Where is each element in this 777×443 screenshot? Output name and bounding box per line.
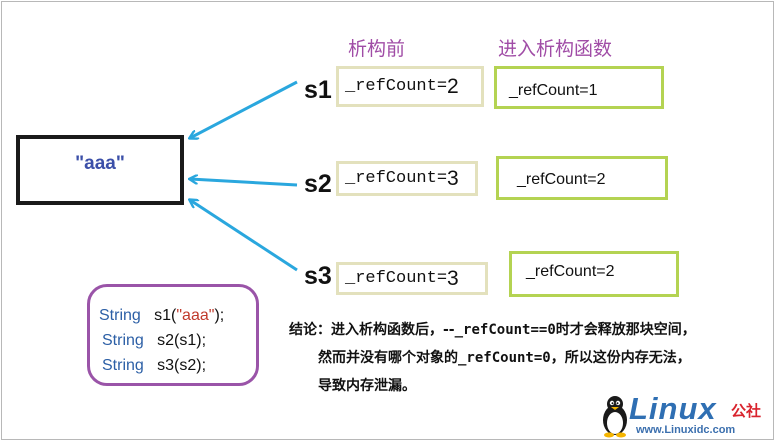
refcount-before-s1: _refCount=2 xyxy=(336,66,484,107)
code-line-2: String s2(s1); xyxy=(102,332,207,349)
refcount-field-label: _refCount= xyxy=(345,77,448,96)
refcount-value: 2 xyxy=(447,74,459,98)
refcount-value: 3 xyxy=(447,266,459,290)
refcount-before-s2: _refCount=3 xyxy=(336,161,478,196)
logo-wordmark: Linux xyxy=(629,391,717,426)
refcount-after-s3: _refCount=2 xyxy=(509,251,679,297)
arrow-s2 xyxy=(190,179,298,187)
penguin-icon xyxy=(603,396,627,438)
header-before-destructor: 析构前 xyxy=(348,38,406,60)
conclusion-line-3: 导致内存泄漏。 xyxy=(318,378,416,394)
refcount-field-label: _refCount= xyxy=(345,269,448,288)
var-s1-label: s1 xyxy=(304,76,332,104)
refcount-before-s3: _refCount=3 xyxy=(336,262,488,295)
refcount-after-s1: _refCount=1 xyxy=(494,66,664,109)
conclusion-line-1: 结论：进入析构函数后，--_refCount==0时才会释放那块空间， xyxy=(289,322,696,338)
var-s3-label: s3 xyxy=(304,262,332,290)
refcount-field-label: _refCount= xyxy=(345,169,448,188)
code-line-1: String s1("aaa"); xyxy=(99,307,225,324)
code-snippet-box: String s1("aaa"); String s2(s1); String … xyxy=(87,284,259,386)
refcount-after-text: _refCount=2 xyxy=(517,171,606,188)
conclusion-line-2: 然而并没有哪个对象的_refCount=0，所以这份内存无法， xyxy=(318,350,691,366)
refcount-after-s2: _refCount=2 xyxy=(496,156,668,200)
code-line-3: String s3(s2); xyxy=(102,357,207,374)
refcount-after-text: _refCount=2 xyxy=(526,263,615,280)
header-in-destructor: 进入析构函数 xyxy=(498,38,613,60)
refcount-after-text: _refCount=1 xyxy=(509,82,598,99)
string-object-box: "aaa" xyxy=(16,135,184,205)
arrow-s1 xyxy=(190,80,298,138)
arrow-s3 xyxy=(190,200,298,272)
string-object-label: "aaa" xyxy=(75,153,125,174)
logo-chinese: 公社 xyxy=(731,402,762,420)
var-s2-label: s2 xyxy=(304,170,332,198)
logo-url: www.Linuxidc.com xyxy=(636,424,736,436)
refcount-value: 3 xyxy=(447,166,459,190)
linuxidc-logo: Linux 公社 www.Linuxidc.com xyxy=(600,391,774,440)
